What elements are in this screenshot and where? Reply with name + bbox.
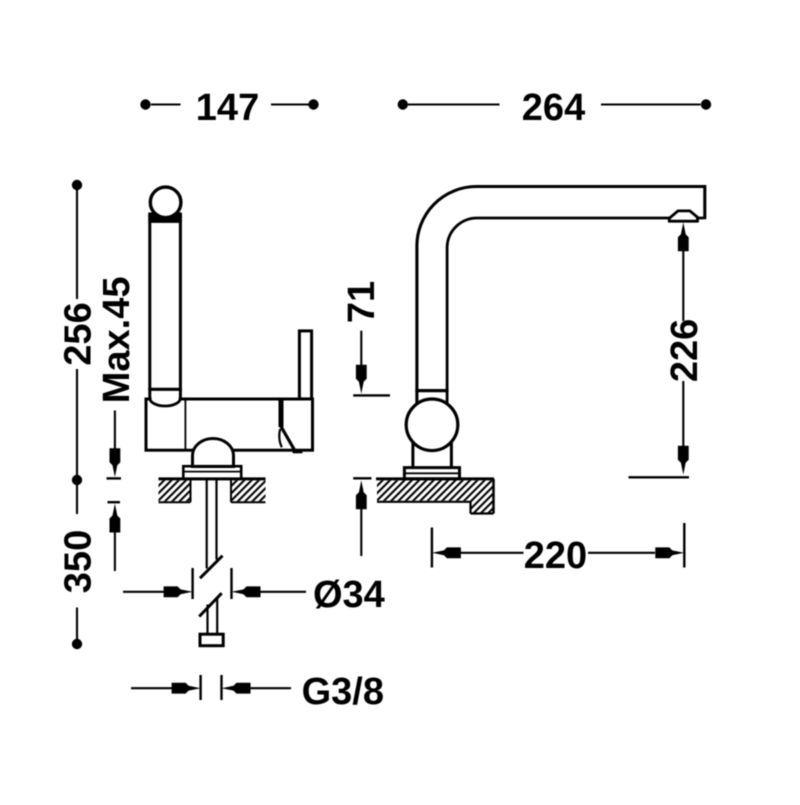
svg-text:264: 264 — [522, 87, 585, 129]
svg-text:350: 350 — [57, 530, 99, 593]
svg-text:Max.45: Max.45 — [96, 277, 138, 404]
svg-text:226: 226 — [664, 319, 706, 382]
svg-text:71: 71 — [341, 281, 383, 323]
svg-text:147: 147 — [196, 87, 259, 129]
svg-text:220: 220 — [524, 535, 587, 577]
svg-text:Ø34: Ø34 — [313, 574, 385, 616]
svg-text:G3/8: G3/8 — [302, 671, 384, 713]
svg-text:256: 256 — [57, 302, 99, 365]
